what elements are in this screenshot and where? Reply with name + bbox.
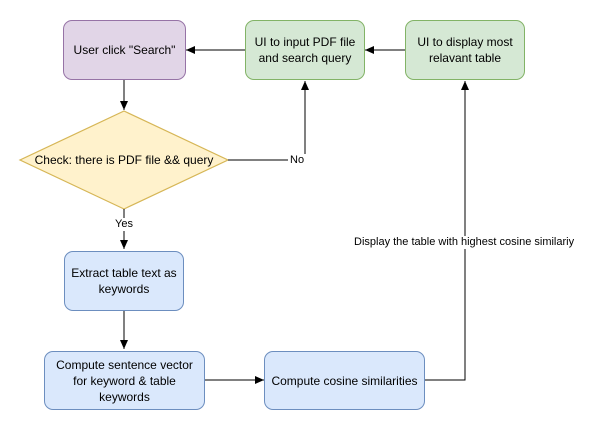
yes-edge-label: Yes xyxy=(113,218,135,231)
extract-label: Extract table text as keywords xyxy=(71,266,177,296)
ui-display-node: UI to display most relavant table xyxy=(405,20,525,80)
no-edge-label: No xyxy=(288,154,307,167)
compute-vector-label: Compute sentence vector for keyword & ta… xyxy=(56,357,193,404)
edge-check-to-uiinput-no xyxy=(228,81,309,161)
ui-input-node: UI to input PDF file and search query xyxy=(245,20,365,80)
compute-vector-node: Compute sentence vector for keyword & ta… xyxy=(44,351,205,410)
user-click-node: User click "Search" xyxy=(63,20,186,80)
user-click-label: User click "Search" xyxy=(73,43,176,57)
display-edge-label: Display the table with highest cosine si… xyxy=(353,236,576,249)
ui-input-label: UI to input PDF file and search query xyxy=(254,35,356,65)
ui-display-label: UI to display most relavant table xyxy=(417,35,513,65)
cosine-label: Compute cosine similarities xyxy=(271,373,418,388)
cosine-node: Compute cosine similarities xyxy=(264,351,425,410)
edge-cosine-to-uidisplay xyxy=(425,81,469,381)
extract-node: Extract table text as keywords xyxy=(64,251,184,311)
check-label: Check: there is PDF file && query xyxy=(34,153,214,167)
